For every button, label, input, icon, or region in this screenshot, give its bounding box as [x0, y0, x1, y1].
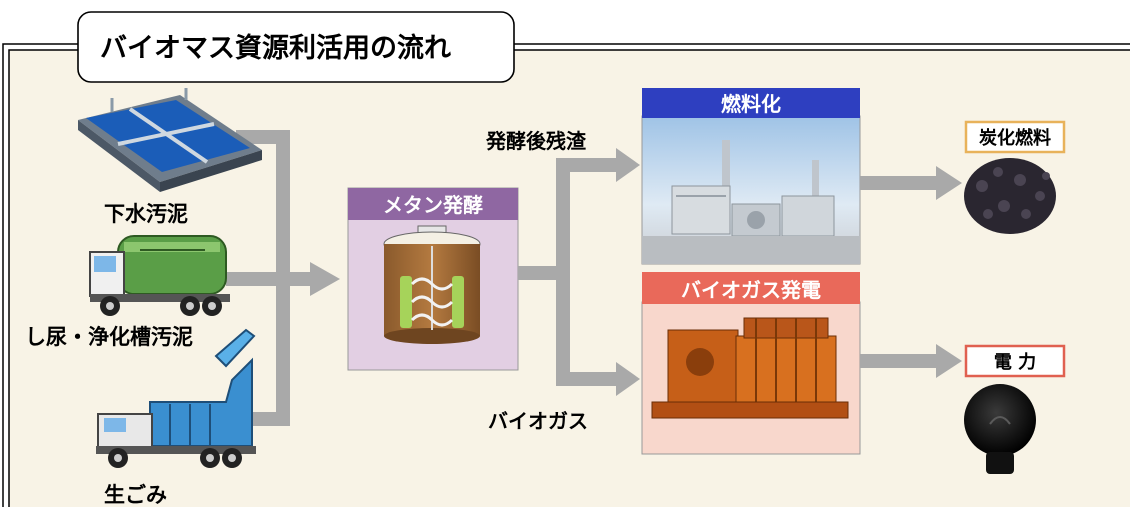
title-box: バイオマス資源利活用の流れ: [77, 11, 515, 83]
arrow-to-electricity: [936, 344, 962, 378]
label-fuelization: 燃料化: [721, 92, 781, 116]
methane-fermentation-box: メタン発酵: [347, 187, 519, 371]
biogas-power-box: バイオガス発電: [641, 272, 861, 455]
label-food-waste: 生ごみ: [104, 483, 167, 507]
label-biogas: バイオガス: [488, 409, 588, 433]
digester-tank-icon: [383, 225, 481, 344]
electricity-output: 電 力: [964, 344, 1066, 474]
collector-lines: [226, 130, 340, 426]
charcoal-pellets-icon: [964, 158, 1056, 234]
fuelization-box: 燃料化: [641, 88, 861, 265]
generator-engine-icon: [651, 317, 849, 419]
label-sewage-sludge: 下水汚泥: [104, 202, 188, 226]
arrow-to-fuelization: [616, 148, 640, 182]
carbonized-fuel-output: 炭化燃料: [964, 120, 1066, 234]
fuel-plant-icon: [642, 140, 860, 264]
branch-lines: [518, 148, 640, 396]
label-night-soil: し尿・浄化槽汚泥: [25, 325, 193, 349]
light-bulb-icon: [964, 384, 1036, 474]
sewage-sludge-icon: [78, 88, 262, 192]
output-arrows: [860, 166, 962, 378]
garbage-truck-icon: [96, 328, 256, 468]
arrow-to-carbonized-fuel: [936, 166, 962, 200]
label-fermentation-residue: 発酵後残渣: [485, 129, 587, 153]
label-electricity: 電 力: [994, 352, 1036, 373]
arrow-to-power: [616, 362, 640, 396]
page-title: バイオマス資源利活用の流れ: [100, 33, 451, 64]
vacuum-truck-icon: [89, 235, 230, 316]
arrow-to-methane: [310, 262, 340, 296]
label-methane-fermentation: メタン発酵: [383, 193, 483, 217]
label-carbonized-fuel: 炭化燃料: [979, 127, 1051, 149]
label-biogas-power: バイオガス発電: [681, 278, 821, 302]
